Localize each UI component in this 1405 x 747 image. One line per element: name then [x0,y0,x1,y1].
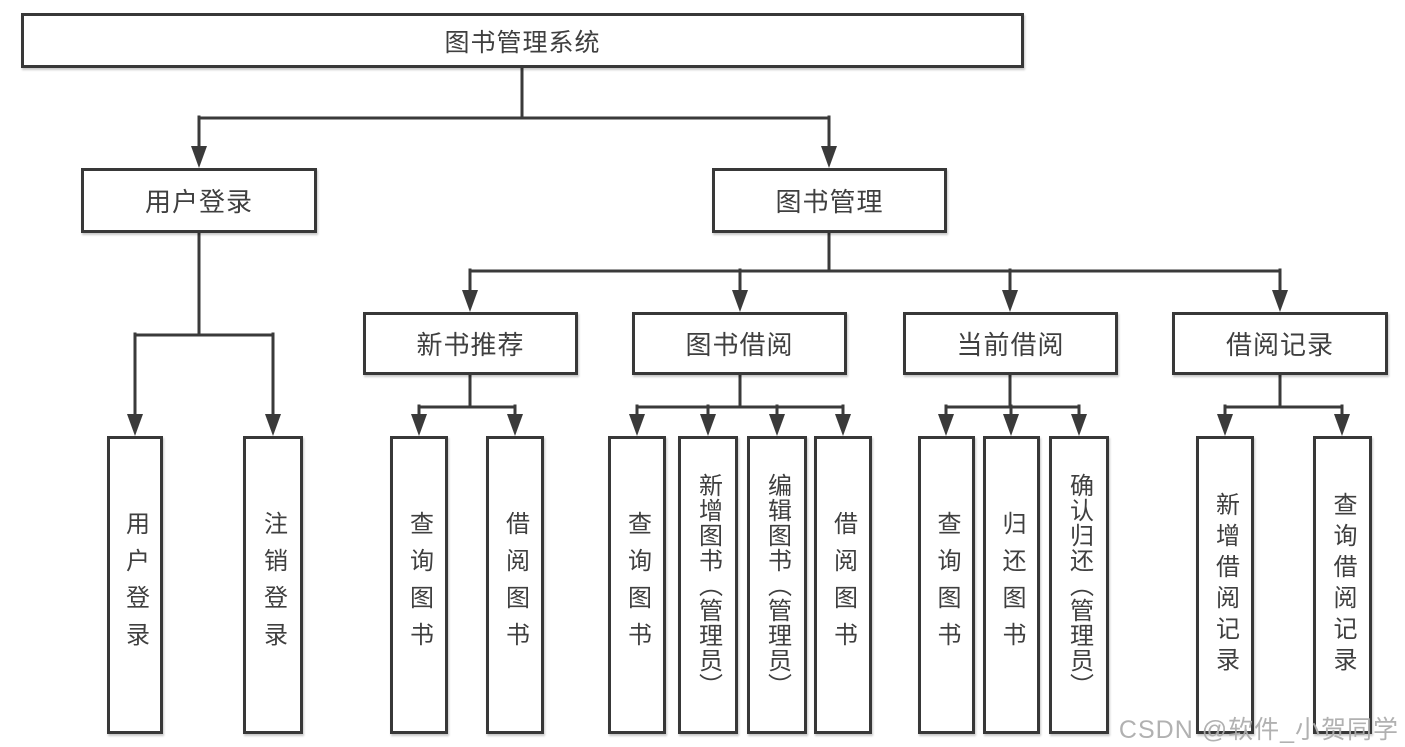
node-label: 借阅图书 [829,511,857,659]
leaf-return-books: 归还图书 [983,436,1040,734]
edge-current-borrow-to-leaves [938,373,1087,436]
node-label: 图书借阅 [685,330,794,360]
node-label: 新增图书（管理员） [694,472,722,698]
edge-new-book-to-leaves [411,373,523,436]
node-label: 查询图书 [933,511,960,659]
node-label: 编辑图书（管理员） [763,472,791,698]
leaf-query-books-borrow: 查询图书 [608,436,666,734]
node-label: 注销登录 [259,511,287,659]
leaf-query-books-current: 查询图书 [918,436,975,734]
edge-root-to-level2 [191,66,837,168]
edge-user-login-to-leaves [127,231,281,436]
leaf-query-books-recommend: 查询图书 [390,436,448,734]
node-label: 借阅记录 [1225,330,1334,360]
node-label: 当前借阅 [956,330,1065,360]
node-user-login: 用户登录 [81,168,317,233]
node-label: 查询借阅记录 [1329,492,1356,678]
leaf-confirm-return-admin: 确认归还（管理员） [1049,436,1109,734]
node-library-management-system: 图书管理系统 [21,13,1024,68]
leaf-borrow-books: 借阅图书 [814,436,872,734]
node-label: 归还图书 [998,511,1025,659]
node-label: 图书管理 [775,187,884,217]
leaf-borrow-books-recommend: 借阅图书 [486,436,544,734]
node-current-borrowing: 当前借阅 [903,312,1118,375]
leaf-add-books-admin: 新增图书（管理员） [678,436,738,734]
edge-book-borrow-to-leaves [629,373,851,436]
node-label: 新书推荐 [416,330,525,360]
node-label: 确认归还（管理员） [1065,472,1093,698]
node-borrowing-records: 借阅记录 [1172,312,1388,375]
leaf-edit-books-admin: 编辑图书（管理员） [747,436,807,734]
leaf-logout: 注销登录 [243,436,303,734]
node-label: 用户登录 [121,511,149,659]
node-new-book-recommend: 新书推荐 [363,312,578,375]
node-book-management: 图书管理 [712,168,947,233]
node-label: 图书管理系统 [444,28,601,57]
leaf-user-login: 用户登录 [107,436,163,734]
node-label: 查询图书 [623,511,651,659]
leaf-query-borrow-record: 查询借阅记录 [1313,436,1372,734]
edge-book-mgmt-to-level3 [462,231,1288,312]
node-label: 新增借阅记录 [1211,492,1239,678]
edge-borrow-record-to-leaves [1217,373,1350,436]
node-label: 用户登录 [144,187,253,217]
node-label: 借阅图书 [501,511,529,659]
node-label: 查询图书 [405,511,433,659]
node-book-borrowing: 图书借阅 [632,312,847,375]
leaf-add-borrow-record: 新增借阅记录 [1196,436,1254,734]
